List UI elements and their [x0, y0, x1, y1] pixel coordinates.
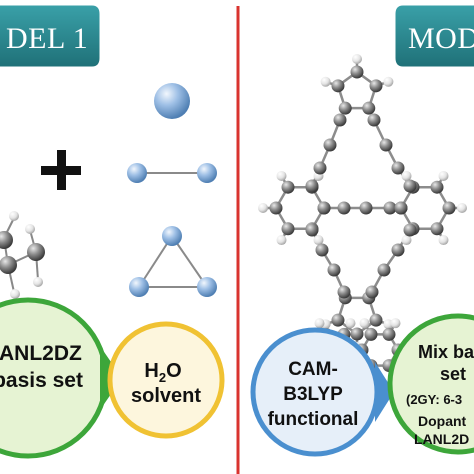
carbon-atom — [269, 201, 283, 215]
carbon-atom — [317, 201, 331, 215]
carbon-atom — [442, 201, 456, 215]
mix-line1: Mix bas — [418, 342, 474, 362]
mix-line5: LANL2D — [414, 431, 469, 447]
carbon-atom — [350, 327, 364, 341]
hydrogen-atom — [457, 203, 467, 213]
carbon-atom — [281, 180, 295, 194]
carbon-atom — [430, 180, 444, 194]
model1-title: DEL 1 — [6, 22, 88, 55]
solvent-label: solvent — [131, 385, 201, 407]
carbon-atom — [430, 222, 444, 236]
carbon-atom — [327, 263, 341, 277]
carbon-atom — [350, 65, 364, 79]
carbon-atom — [377, 263, 391, 277]
carbon-atom — [403, 223, 417, 237]
carbon-atom — [394, 201, 408, 215]
carbon-atom — [367, 113, 381, 127]
functional-circle: CAM- B3LYP functional — [250, 327, 394, 457]
model2-title: MOD — [408, 22, 474, 55]
solvent-circle: H2O solvent — [107, 321, 225, 439]
carbon-atom — [338, 101, 352, 115]
hydrogen-atom — [345, 318, 356, 329]
carbon-atom — [369, 79, 383, 93]
functional-line1: CAM- — [288, 359, 338, 380]
model1-banner: DEL 1 — [0, 2, 103, 70]
metal-trimer — [129, 226, 217, 297]
small-molecule-left — [0, 211, 45, 299]
carbon-atom — [362, 101, 376, 115]
model2-banner: MOD — [392, 2, 474, 70]
hydrogen-atom — [401, 235, 412, 246]
carbon-atom — [331, 313, 345, 327]
carbon-atom — [337, 285, 351, 299]
functional-line3: functional — [268, 409, 359, 430]
carbon-atom — [403, 179, 417, 193]
hydrogen-atom — [258, 203, 268, 213]
hydrogen-atom — [383, 76, 394, 87]
carbon-atom — [382, 327, 396, 341]
carbon-atom — [391, 161, 405, 175]
carbon-atom — [315, 243, 329, 257]
mix-line3: (2GY: 6-3 — [406, 392, 462, 407]
carbon-atom — [369, 313, 383, 327]
hydrogen-atom — [276, 170, 287, 181]
mix-line2: set — [440, 364, 466, 384]
carbon-atom — [337, 201, 351, 215]
hydrogen-atom — [352, 54, 362, 64]
plus-sign — [41, 150, 81, 190]
carbon-atom — [281, 222, 295, 236]
carbon-atom — [323, 138, 337, 152]
hydrogen-atom — [320, 76, 331, 87]
hydrogen-atom — [276, 235, 287, 246]
carbon-atom — [333, 113, 347, 127]
basis-label-line1: LANL2DZ — [0, 342, 82, 365]
carbon-atom — [365, 285, 379, 299]
carbon-atom — [364, 327, 378, 341]
hydrogen-atom — [401, 170, 412, 181]
solvent-formula-h: H — [144, 360, 158, 382]
basis-label-line2: basis set — [0, 369, 83, 392]
solvent-formula-o: O — [166, 360, 182, 382]
hydrogen-atom — [390, 318, 401, 329]
carbon-atom — [359, 201, 373, 215]
solvent-formula: H2O — [144, 360, 181, 385]
carbon-atom — [379, 138, 393, 152]
carbon-atom — [305, 223, 319, 237]
carbon-atom — [391, 243, 405, 257]
hydrogen-atom — [438, 170, 449, 181]
hydrogen-atom — [313, 235, 324, 246]
carbon-atom — [331, 79, 345, 93]
functional-line2: B3LYP — [283, 384, 343, 405]
metal-atom-single — [154, 83, 190, 119]
mix-basis-circle: Mix bas set (2GY: 6-3 Dopant LANL2D — [387, 313, 474, 455]
carbon-atom — [313, 161, 327, 175]
hydrogen-atom — [359, 318, 370, 329]
carbon-atom — [383, 201, 397, 215]
mix-line4: Dopant — [418, 413, 467, 429]
hydrogen-atom — [438, 235, 449, 246]
metal-dimer — [127, 163, 217, 183]
hydrogen-atom — [314, 318, 325, 329]
basis-set-circle: LANL2DZ basis set — [0, 297, 122, 459]
carbon-atom — [305, 179, 319, 193]
solvent-formula-sub: 2 — [159, 370, 166, 385]
